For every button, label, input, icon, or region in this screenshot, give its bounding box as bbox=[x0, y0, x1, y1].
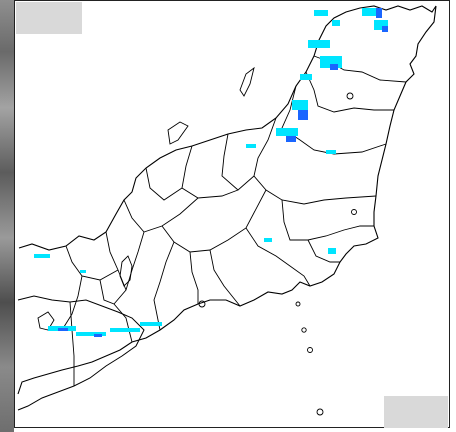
map-frame bbox=[14, 0, 450, 428]
awaji-island bbox=[37, 311, 55, 331]
blank-tile-top-left bbox=[16, 2, 82, 34]
shikoku-border bbox=[69, 301, 75, 386]
precip-light bbox=[34, 8, 388, 336]
coastline bbox=[17, 5, 437, 395]
satellite-image-strip bbox=[0, 0, 14, 432]
precipitation-layer bbox=[34, 8, 388, 337]
map-canvas[interactable] bbox=[14, 0, 450, 428]
prefecture-borders bbox=[61, 55, 407, 343]
blank-tile-bottom-right bbox=[384, 396, 448, 428]
islands bbox=[167, 66, 357, 416]
precip-moderate bbox=[58, 8, 388, 337]
shikoku-coastline bbox=[17, 295, 145, 411]
lake-biwa bbox=[119, 255, 133, 287]
